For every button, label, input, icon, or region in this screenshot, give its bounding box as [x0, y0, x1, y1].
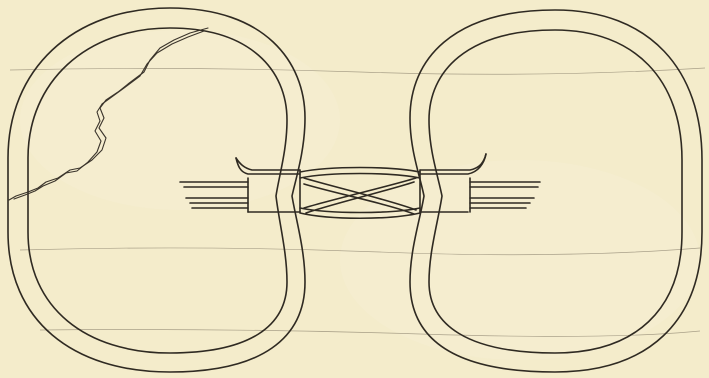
- engraving-illustration: [0, 0, 709, 378]
- paper-texture: [0, 0, 709, 378]
- illustration-canvas: [0, 0, 709, 378]
